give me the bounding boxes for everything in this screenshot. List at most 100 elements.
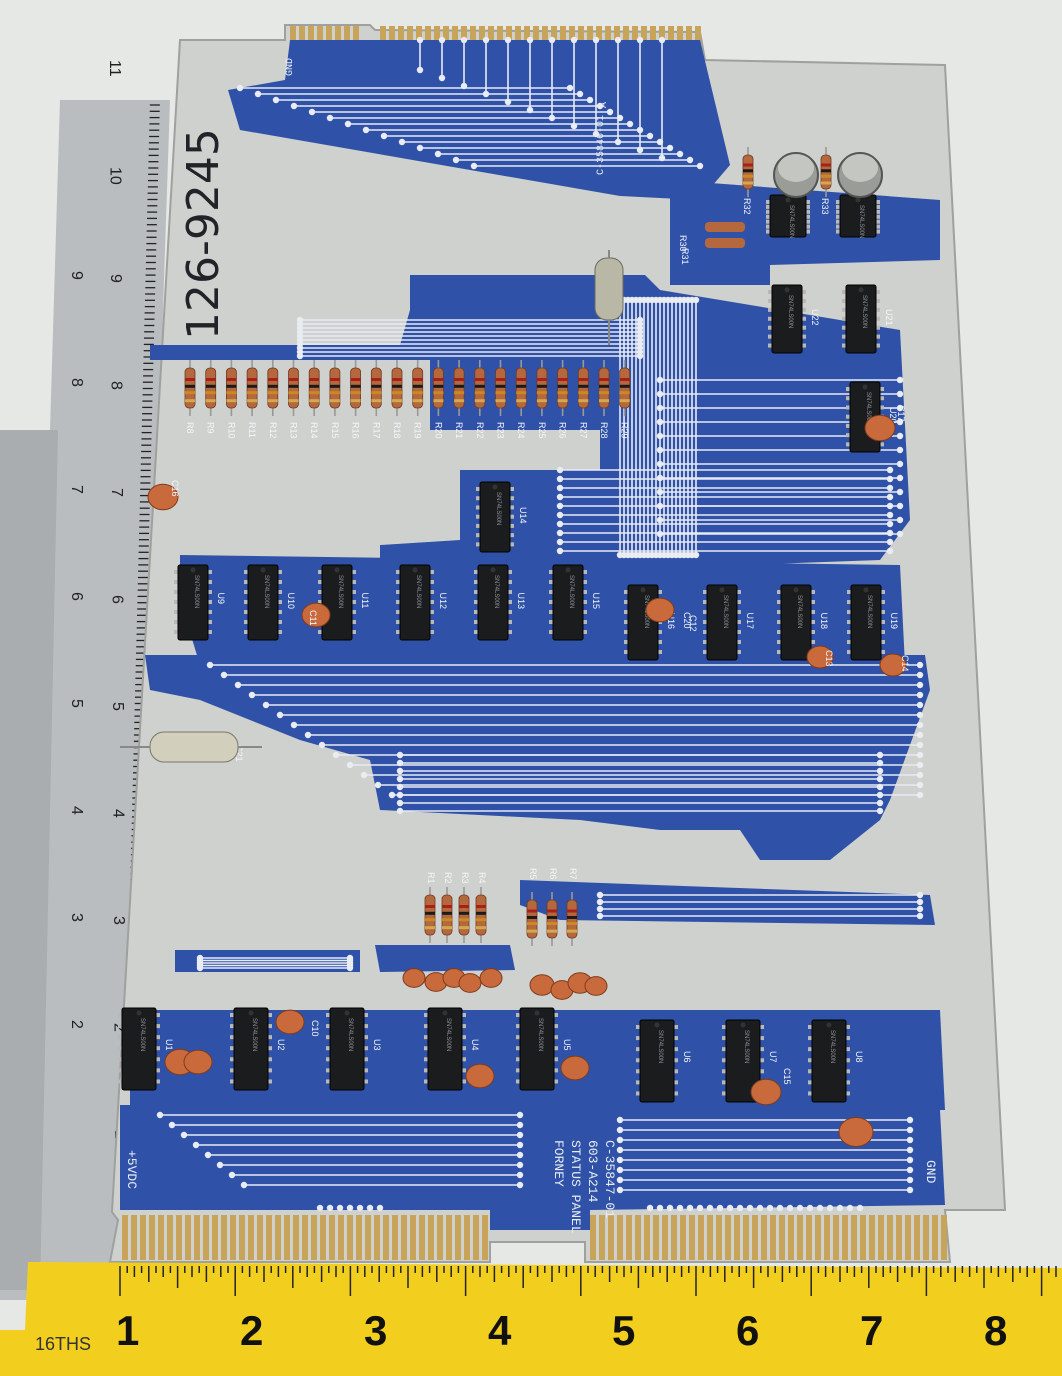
gold-finger [266, 1215, 272, 1260]
resistor-label: R3 [460, 872, 470, 884]
gold-finger [248, 1215, 254, 1260]
chip-marking: SN74LS00N [445, 1018, 451, 1051]
ceramic-capacitor [806, 645, 834, 669]
gold-finger [356, 1215, 362, 1260]
resistor-label: R23 [496, 422, 506, 439]
gold-finger [914, 1215, 920, 1260]
axial-capacitor-upper [594, 250, 624, 345]
axial-capacitor-middle [120, 731, 262, 763]
resistor-label: R21 [454, 422, 464, 439]
resistor-label: R20 [433, 422, 443, 439]
resistor-label: R28 [599, 422, 609, 439]
gold-finger [326, 26, 332, 52]
gold-finger [590, 1215, 596, 1260]
resistor: R9 [205, 360, 217, 434]
resistor: R8 [184, 360, 196, 434]
capacitor-label: C21 [234, 745, 244, 762]
resistor: R20 [432, 360, 444, 439]
chip-marking: SN74LS00N [251, 1018, 257, 1051]
ruler-inch-number: 4 [110, 809, 127, 818]
ic-label: U4 [470, 1039, 480, 1051]
resistor [441, 887, 453, 943]
resistor-label: R24 [516, 422, 526, 439]
resistor-label: R5 [528, 868, 538, 880]
gold-finger [353, 26, 359, 52]
gold-finger [122, 1215, 128, 1260]
resistor-label: R18 [392, 422, 402, 439]
ic-label: U12 [438, 593, 448, 610]
ruler-inch-number: 3 [110, 916, 127, 925]
gold-finger [941, 1215, 947, 1260]
resistor: R16 [350, 360, 362, 439]
gold-finger [560, 26, 566, 52]
gold-finger [617, 1215, 623, 1260]
gold-finger [542, 26, 548, 52]
top-gnd-label: GND [285, 58, 296, 76]
gold-finger [293, 1215, 299, 1260]
gold-finger [761, 1215, 767, 1260]
gold-finger [626, 1215, 632, 1260]
gold-finger [497, 26, 503, 52]
resistor-label: R25 [537, 422, 547, 439]
ceramic-capacitor [147, 483, 179, 511]
gold-finger [407, 26, 413, 52]
gold-finger [311, 1215, 317, 1260]
gold-finger [905, 1215, 911, 1260]
gold-finger [650, 26, 656, 52]
handwritten-part-number: 126-9245 [178, 128, 229, 340]
gold-finger [167, 1215, 173, 1260]
gold-finger [419, 1215, 425, 1260]
resistor-label: R8 [185, 422, 195, 434]
resistor-label: R12 [268, 422, 278, 439]
gold-finger [401, 1215, 407, 1260]
resistor [424, 887, 436, 943]
gold-finger [275, 1215, 281, 1260]
gold-finger [896, 1215, 902, 1260]
gold-finger [338, 1215, 344, 1260]
ceramic-capacitor [560, 1055, 590, 1081]
chip-marking: SN74LS00N [861, 295, 867, 328]
resistor: R18 [391, 360, 403, 439]
resistor: R15 [329, 360, 341, 439]
transistors [773, 152, 883, 198]
resistor: R14 [308, 360, 320, 439]
resistor-label: R9 [206, 422, 216, 434]
capacitor-label: C10 [310, 1020, 320, 1037]
gold-finger [734, 1215, 740, 1260]
resistor: R23 [495, 360, 506, 439]
gold-finger [743, 1215, 749, 1260]
resistor [566, 892, 578, 946]
chip-marking: SN74LS00N [193, 575, 199, 608]
ic-label: U2 [276, 1039, 286, 1051]
gold-finger [698, 1215, 704, 1260]
chip-marking: SN74LS00N [657, 1030, 663, 1063]
gold-finger [452, 26, 458, 52]
ruler-inch-number: 7 [108, 488, 125, 497]
ceramic-capacitor [301, 602, 331, 628]
resistor-label: R13 [289, 422, 299, 439]
gold-finger [389, 26, 395, 52]
ceramic-capacitor [879, 653, 907, 677]
gold-finger [671, 1215, 677, 1260]
ic-label: U14 [518, 507, 528, 524]
gold-finger [752, 1215, 758, 1260]
resistor-label: R6 [548, 868, 558, 880]
resistor-label: R30 [678, 235, 688, 252]
board-name-label: STATUS PANEL [568, 1140, 583, 1234]
gold-finger [644, 1215, 650, 1260]
resistor [705, 222, 745, 248]
chip-marking: SN74LS00N [866, 595, 872, 628]
gold-finger [203, 1215, 209, 1260]
chip-marking: SN74LS00N [743, 1030, 749, 1063]
ruler-inch-number: 4 [488, 1307, 512, 1354]
gold-finger [434, 26, 440, 52]
